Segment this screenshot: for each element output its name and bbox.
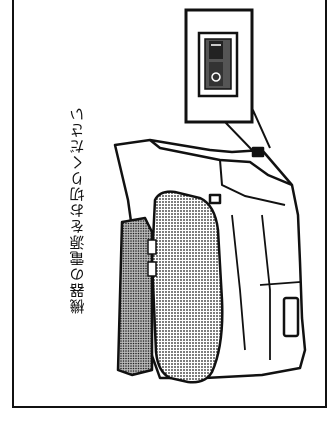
power-switch-icon — [197, 31, 239, 98]
side-cover — [150, 190, 224, 384]
output-tray — [116, 216, 157, 377]
power-switch-callout — [184, 8, 271, 151]
instruction-caption: 機器の電源をお切りください — [68, 106, 87, 314]
